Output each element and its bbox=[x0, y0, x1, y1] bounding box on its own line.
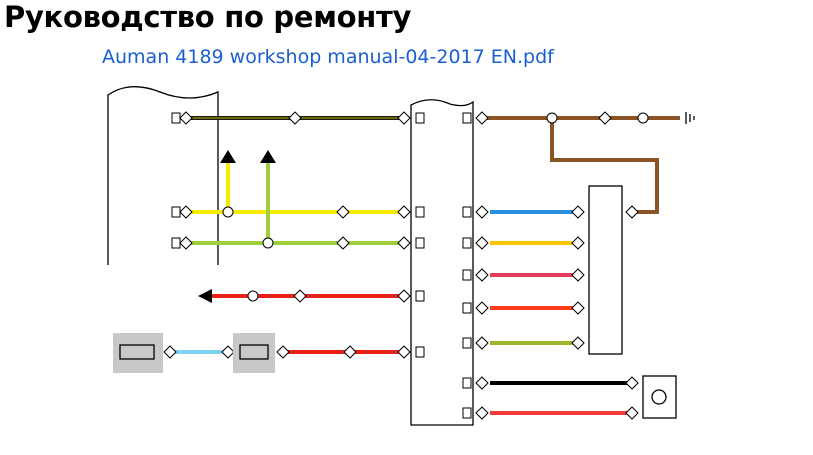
connector bbox=[336, 236, 350, 250]
combination-switch-box bbox=[588, 185, 623, 355]
triangle-icon bbox=[220, 150, 236, 163]
connector bbox=[475, 336, 489, 350]
terminal bbox=[171, 112, 181, 124]
terminal bbox=[462, 206, 472, 218]
controller-box bbox=[410, 99, 474, 426]
splice bbox=[546, 112, 558, 124]
connector bbox=[397, 345, 411, 359]
terminal bbox=[415, 237, 425, 249]
terminal bbox=[462, 407, 472, 419]
connector bbox=[336, 205, 350, 219]
splice bbox=[637, 112, 649, 124]
motor-icon bbox=[651, 389, 667, 405]
connector bbox=[475, 376, 489, 390]
connector bbox=[179, 111, 193, 125]
triangle-icon bbox=[260, 150, 276, 163]
connector bbox=[179, 205, 193, 219]
fuse-box-2 bbox=[233, 333, 275, 373]
terminal bbox=[415, 206, 425, 218]
terminal bbox=[171, 237, 181, 249]
terminal bbox=[462, 269, 472, 281]
document-link[interactable]: Auman 4189 workshop manual-04-2017 EN.pd… bbox=[102, 46, 554, 68]
terminal bbox=[462, 337, 472, 349]
terminal bbox=[171, 206, 181, 218]
page-title: Руководство по ремонту bbox=[4, 0, 412, 34]
fuse-box-1 bbox=[113, 333, 163, 373]
connector bbox=[475, 111, 489, 125]
connector bbox=[163, 345, 177, 359]
connector bbox=[571, 301, 585, 315]
arrow-left-icon bbox=[198, 289, 212, 303]
connector bbox=[179, 236, 193, 250]
connector bbox=[397, 236, 411, 250]
connector bbox=[571, 268, 585, 282]
motor-box bbox=[642, 375, 677, 419]
connector bbox=[221, 345, 235, 359]
connector bbox=[625, 205, 639, 219]
connector bbox=[397, 111, 411, 125]
connector bbox=[475, 205, 489, 219]
connector bbox=[397, 205, 411, 219]
connector bbox=[598, 111, 612, 125]
connector bbox=[293, 289, 307, 303]
connector bbox=[625, 376, 639, 390]
terminal bbox=[462, 112, 472, 124]
terminal bbox=[415, 346, 425, 358]
wire-brown-switch bbox=[550, 118, 659, 214]
connector bbox=[288, 111, 302, 125]
terminal bbox=[462, 302, 472, 314]
terminal bbox=[415, 290, 425, 302]
connector bbox=[625, 406, 639, 420]
connector bbox=[571, 336, 585, 350]
connector bbox=[343, 345, 357, 359]
connector bbox=[475, 268, 489, 282]
connector bbox=[475, 236, 489, 250]
ground-icon bbox=[685, 112, 695, 124]
terminal bbox=[415, 112, 425, 124]
module-box-left bbox=[107, 86, 219, 265]
terminal bbox=[462, 237, 472, 249]
splice bbox=[247, 290, 259, 302]
connector bbox=[397, 289, 411, 303]
splice bbox=[222, 206, 234, 218]
fuse-1 bbox=[119, 344, 155, 360]
connector bbox=[276, 345, 290, 359]
connector bbox=[571, 236, 585, 250]
fuse-2 bbox=[239, 344, 269, 360]
connector bbox=[571, 205, 585, 219]
splice bbox=[262, 237, 274, 249]
connector bbox=[475, 406, 489, 420]
terminal bbox=[462, 377, 472, 389]
connector bbox=[475, 301, 489, 315]
